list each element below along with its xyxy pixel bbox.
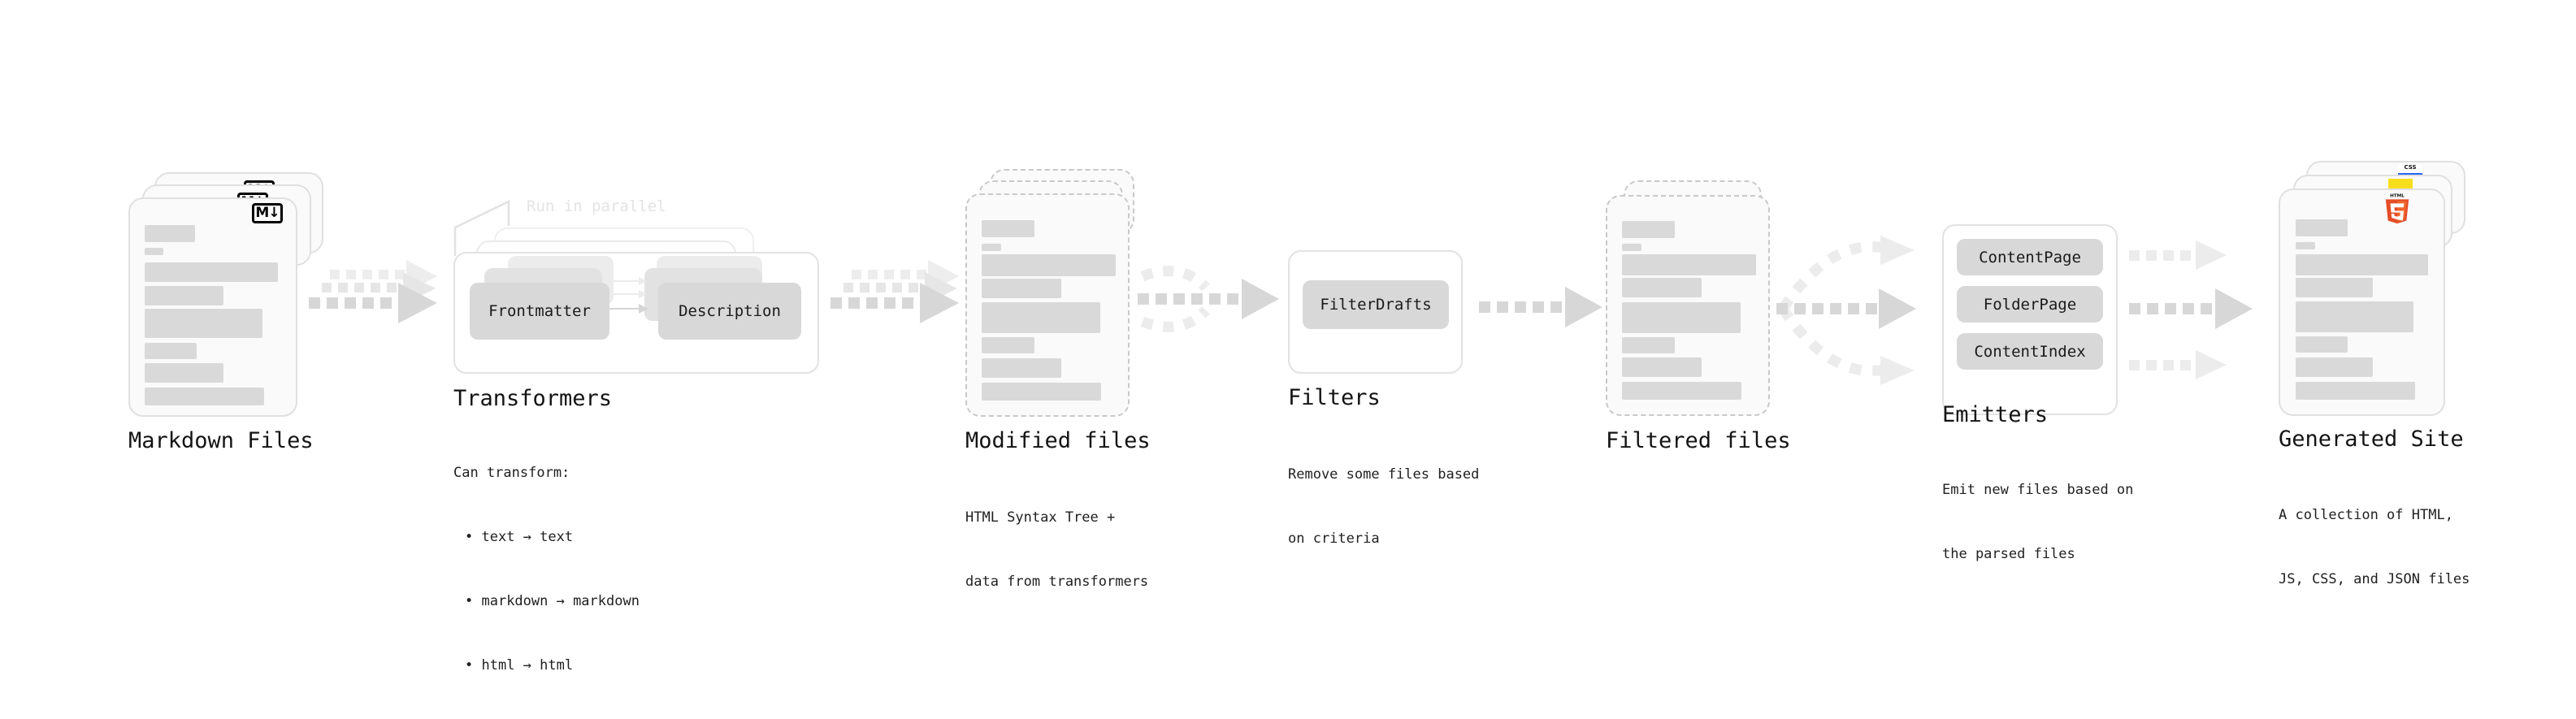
arrow-modified-to-filters xyxy=(1138,266,1279,332)
skeleton-line xyxy=(1622,302,1741,333)
pipeline-diagram: M↓ M↓ M↓ Markdown Files xyxy=(128,161,2470,674)
filter-chip-filterdrafts[interactable]: FilterDrafts xyxy=(1303,280,1449,329)
modified-files-description-line: HTML Syntax Tree + xyxy=(965,509,1116,526)
skeleton-line xyxy=(145,248,163,255)
skeleton-line xyxy=(1622,337,1675,353)
skeleton-line xyxy=(2296,382,2415,400)
emitters-title: Emitters xyxy=(1942,402,2049,427)
transformers-bullet: • markdown → markdown xyxy=(465,592,640,609)
skeleton-line xyxy=(2296,219,2348,236)
modified-files-title: Modified files xyxy=(965,428,1151,453)
generated-site-title: Generated Site xyxy=(2279,427,2464,452)
arrow-filters-to-filtered xyxy=(1479,287,1602,327)
run-in-parallel-bracket xyxy=(453,200,510,256)
emitters-description: Emit new files based on the parsed files xyxy=(1942,436,2133,608)
skeleton-line xyxy=(982,220,1034,237)
skeleton-line xyxy=(982,279,1061,298)
skeleton-line xyxy=(145,286,223,305)
skeleton-line xyxy=(2296,278,2373,297)
filters-description-line: on criteria xyxy=(1288,530,1380,547)
modified-files-description: HTML Syntax Tree + data from transformer… xyxy=(965,464,1148,635)
skeleton-line xyxy=(982,254,1116,276)
skeleton-line xyxy=(145,225,195,242)
skeleton-line xyxy=(2296,301,2413,332)
generated-site-description-line: JS, CSS, and JSON files xyxy=(2279,570,2470,587)
skeleton-line xyxy=(1622,382,1741,400)
transformer-chip-frontmatter[interactable]: Frontmatter xyxy=(470,283,609,340)
skeleton-line xyxy=(1622,357,1702,377)
skeleton-line xyxy=(145,363,223,383)
emitter-chip-contentindex[interactable]: ContentIndex xyxy=(1957,333,2103,370)
filters-title: Filters xyxy=(1288,385,1381,410)
markdown-icon: M↓ xyxy=(252,203,283,223)
skeleton-line xyxy=(145,262,278,282)
skeleton-line xyxy=(2296,357,2373,377)
skeleton-line xyxy=(982,383,1101,401)
arrow-markdown-to-transformers xyxy=(309,260,437,323)
skeleton-line xyxy=(1622,278,1702,297)
skeleton-line xyxy=(145,343,197,359)
skeleton-line xyxy=(1622,254,1756,275)
svg-text:HTML: HTML xyxy=(2390,194,2405,199)
transformers-title: Transformers xyxy=(453,386,613,411)
transformers-description-line: Can transform: xyxy=(453,464,570,481)
html5-icon: HTML xyxy=(2385,194,2409,224)
skeleton-line xyxy=(2296,336,2348,353)
filters-description: Remove some files based on criteria xyxy=(1288,421,1479,592)
skeleton-line xyxy=(982,337,1034,353)
filters-description-line: Remove some files based xyxy=(1288,466,1480,483)
emitters-description-line: Emit new files based on xyxy=(1942,481,2134,498)
skeleton-line xyxy=(1622,244,1641,251)
skeleton-line xyxy=(2296,242,2315,249)
skeleton-line xyxy=(1622,221,1675,238)
skeleton-line xyxy=(2296,254,2428,275)
skeleton-line xyxy=(982,358,1061,378)
skeleton-line xyxy=(982,302,1100,333)
markdown-files-title: Markdown Files xyxy=(128,428,314,453)
skeleton-line xyxy=(982,244,1001,251)
arrow-emitters-to-site xyxy=(2129,240,2253,379)
skeleton-line xyxy=(145,388,264,405)
filtered-files-title: Filtered files xyxy=(1606,428,1791,453)
emitter-chip-contentpage[interactable]: ContentPage xyxy=(1957,239,2103,275)
transformers-bullet: • text → text xyxy=(465,528,574,545)
arrow-filtered-to-emitters xyxy=(1776,236,1916,385)
transformers-description: Can transform: • text → text • markdown … xyxy=(453,419,640,719)
modified-files-description-line: data from transformers xyxy=(965,573,1149,590)
skeleton-line xyxy=(145,309,262,338)
transformers-bullet: • html → html xyxy=(465,656,574,674)
emitters-description-line: the parsed files xyxy=(1942,545,2075,562)
transformer-inner-arrows xyxy=(608,277,648,314)
emitter-chip-folderpage[interactable]: FolderPage xyxy=(1957,286,2103,323)
run-in-parallel-label: Run in parallel xyxy=(527,197,666,215)
generated-site-description: A collection of HTML, JS, CSS, and JSON … xyxy=(2279,461,2470,633)
arrow-transformers-to-modified xyxy=(830,260,959,323)
generated-site-description-line: A collection of HTML, xyxy=(2279,506,2453,523)
transformer-chip-description[interactable]: Description xyxy=(658,283,801,340)
